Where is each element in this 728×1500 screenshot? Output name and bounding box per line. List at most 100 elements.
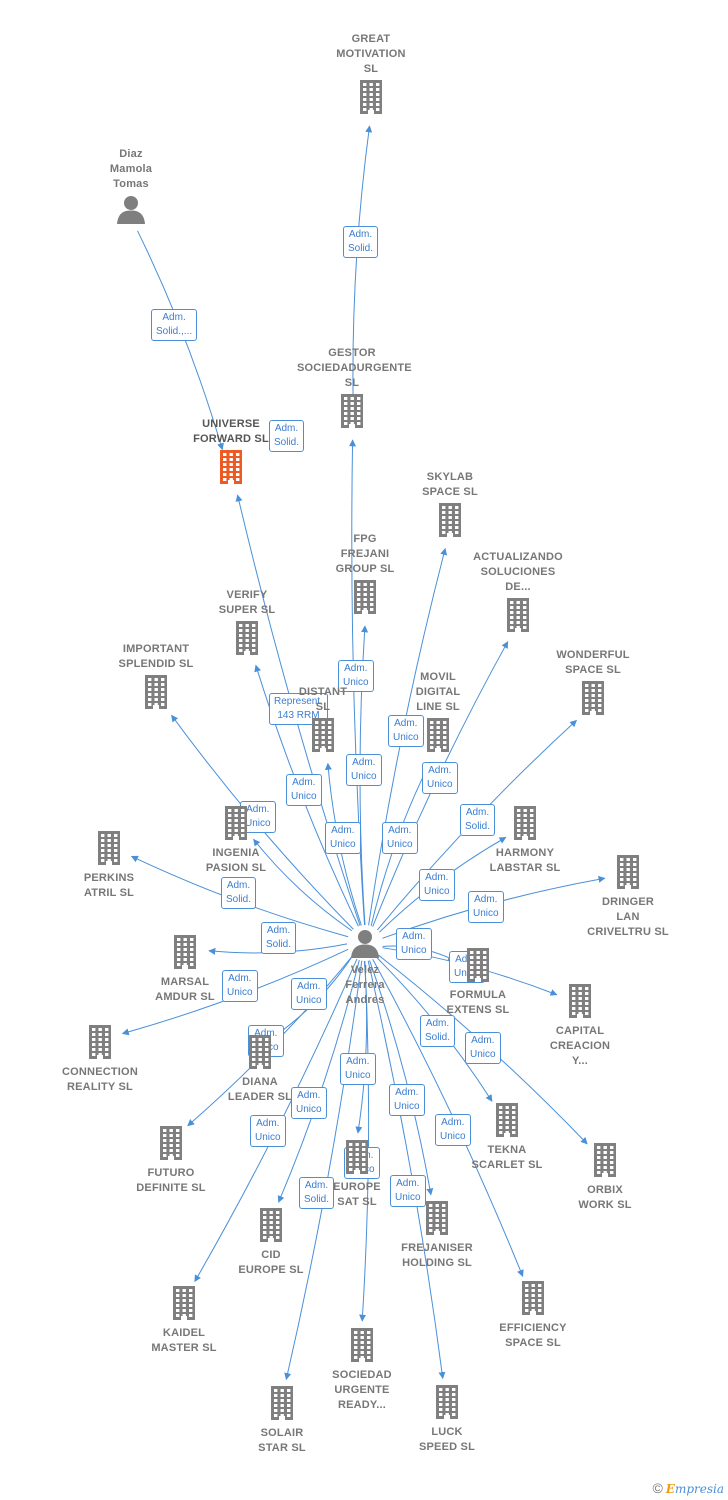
building-icon [176,449,286,490]
edge-label-velez-ferrera-to-efficiency-space[interactable]: Adm. Unico [435,1114,471,1146]
node-fpg-frejani[interactable]: FPG FREJANI GROUP SL [310,532,420,620]
node-formula-extens[interactable]: FORMULA EXTENS SL [423,945,533,1018]
building-icon [470,805,580,846]
edge-label-gestor-to-great-motivation[interactable]: Adm. Solid. [343,226,379,258]
node-label: DIANA LEADER SL [227,1076,293,1103]
node-distant[interactable]: DISTANT SL [268,685,378,758]
node-label: VERIFY SUPER SL [218,589,276,616]
node-label: DISTANT SL [298,686,348,713]
node-label: HARMONY LABSTAR SL [489,847,561,874]
node-important-splendid[interactable]: IMPORTANT SPLENDID SL [101,642,211,715]
node-label: SOCIEDAD URGENTE READY... [332,1369,392,1411]
node-futuro-definite[interactable]: FUTURO DEFINITE SL [116,1123,226,1196]
node-label: FPG FREJANI GROUP SL [335,533,395,575]
node-label: Velez Ferrera Andres [345,964,385,1006]
edge-label-velez-ferrera-to-actualizando[interactable]: Adm. Unico [422,762,458,794]
node-wonderful-space[interactable]: WONDERFUL SPACE SL [538,648,648,721]
node-solair-star[interactable]: SOLAIR STAR SL [227,1383,337,1456]
node-diaz-mamola[interactable]: Diaz Mamola Tomas [76,147,186,229]
edge-label-velez-ferrera-to-tekna-scarlet[interactable]: Adm. Solid. [420,1015,456,1047]
edge-label-velez-ferrera-to-cid-europe[interactable]: Adm. Unico [291,1087,327,1119]
node-label: MARSAL AMDUR SL [155,976,215,1003]
node-label: FORMULA EXTENS SL [446,989,510,1016]
edge-label-velez-ferrera-to-movil-digital[interactable]: Adm. Unico [382,822,418,854]
node-movil-digital[interactable]: MOVIL DIGITAL LINE SL [383,670,493,758]
node-tekna-scarlet[interactable]: TEKNA SCARLET SL [452,1100,562,1173]
edge-label-velez-ferrera-to-distant[interactable]: Adm. Unico [346,754,382,786]
edge-label-velez-ferrera-to-perkins-atril[interactable]: Adm. Solid. [221,877,257,909]
node-europe-sat[interactable]: EUROPE SAT SL [302,1137,412,1210]
person-icon [76,194,186,229]
edge-label-velez-ferrera-to-orbix-work[interactable]: Adm. Unico [465,1032,501,1064]
node-label: SOLAIR STAR SL [258,1427,306,1454]
building-icon [550,1142,660,1183]
node-sociedad-urgente[interactable]: SOCIEDAD URGENTE READY... [307,1325,417,1413]
node-verify-super[interactable]: VERIFY SUPER SL [192,588,302,661]
node-actualizando[interactable]: ACTUALIZANDO SOLUCIONES DE... [463,550,573,638]
node-label: GESTOR SOCIEDADURGENTE SL [297,347,412,389]
edge-label-velez-ferrera-to-luck-speed[interactable]: Adm. Unico [390,1175,426,1207]
footer-brand: ©Empresia [652,1480,724,1496]
edge-velez-ferrera-to-sociedad-urgente [359,960,370,1322]
edge-label-velez-ferrera-to-marsal-amdur[interactable]: Adm. Solid. [261,922,297,954]
edge-label-velez-ferrera-to-kaidel-master[interactable]: Adm. Unico [250,1115,286,1147]
node-label: GREAT MOTIVATION SL [336,33,406,75]
edge-velez-ferrera-to-luck-speed [367,960,446,1380]
edge-velez-ferrera-to-ingenia-pasion [253,838,353,932]
building-icon [525,983,635,1024]
edge-gestor-to-great-motivation [352,125,373,399]
node-cid-europe[interactable]: CID EUROPE SL [216,1205,326,1278]
node-label: CID EUROPE SL [238,1249,304,1276]
node-ingenia-pasion[interactable]: INGENIA PASION SL [181,803,291,876]
node-label: TEKNA SCARLET SL [471,1144,543,1171]
node-label: CONNECTION REALITY SL [62,1066,138,1093]
node-luck-speed[interactable]: LUCK SPEED SL [392,1382,502,1455]
node-great-motivation[interactable]: GREAT MOTIVATION SL [316,32,426,120]
building-icon [463,597,573,638]
node-dringer-lan[interactable]: DRINGER LAN CRIVELTRU SL [573,852,683,940]
node-label: ORBIX WORK SL [578,1184,632,1211]
edge-label-velez-ferrera-to-formula-extens[interactable]: Adm. Unico [396,928,432,960]
node-efficiency-space[interactable]: EFFICIENCY SPACE SL [478,1278,588,1351]
node-label: CAPITAL CREACION Y... [549,1025,611,1067]
building-icon [116,1125,226,1166]
edge-label-velez-ferrera-to-connection-reality[interactable]: Adm. Unico [222,970,258,1002]
edge-label-velez-ferrera-to-wonderful-space[interactable]: Adm. Solid. [460,804,496,836]
node-diana-leader[interactable]: DIANA LEADER SL [205,1032,315,1105]
edge-label-velez-ferrera-to-europe-sat[interactable]: Adm. Unico [340,1053,376,1085]
edge-label-velez-ferrera-to-verify-super[interactable]: Adm. Unico [286,774,322,806]
edge-label-velez-ferrera-to-skylab[interactable]: Adm. Unico [388,715,424,747]
person-icon [310,928,420,963]
edge-label-diaz-mamola-to-universe-forward[interactable]: Adm. Solid.,... [151,309,198,341]
node-marsal-amdur[interactable]: MARSAL AMDUR SL [130,932,240,1005]
edge-label-velez-ferrera-to-fpg-frejani[interactable]: Adm. Unico [338,660,374,692]
edge-label-velez-ferrera-to-dringer-lan[interactable]: Adm. Unico [468,891,504,923]
building-icon [316,79,426,120]
edge-label-velez-ferrera-to-ingenia-pasion[interactable]: Adm. Unico [325,822,361,854]
node-velez-ferrera[interactable]: Velez Ferrera Andres [310,926,420,1008]
node-frejaniser[interactable]: FREJANISER HOLDING SL [382,1198,492,1271]
edge-label-velez-ferrera-to-solair-star[interactable]: Adm. Solid. [299,1177,335,1209]
node-gestor[interactable]: GESTOR SOCIEDADURGENTE SL [297,346,412,434]
node-label: PERKINS ATRIL SL [83,872,135,899]
node-perkins-atril[interactable]: PERKINS ATRIL SL [54,828,164,901]
building-icon [307,1327,417,1368]
node-label: MOVIL DIGITAL LINE SL [415,671,461,713]
edge-label-velez-ferrera-to-frejaniser[interactable]: Adm. Unico [389,1084,425,1116]
building-icon [101,674,211,715]
node-label: INGENIA PASION SL [205,847,267,874]
building-icon [130,934,240,975]
edge-label-velez-ferrera-to-diana-leader[interactable]: Adm. Unico [291,978,327,1010]
node-orbix-work[interactable]: ORBIX WORK SL [550,1140,660,1213]
node-capital-creacion[interactable]: CAPITAL CREACION Y... [525,981,635,1069]
node-skylab[interactable]: SKYLAB SPACE SL [395,470,505,543]
edge-label-velez-ferrera-to-gestor[interactable]: Adm. Solid. [269,420,305,452]
node-kaidel-master[interactable]: KAIDEL MASTER SL [129,1283,239,1356]
node-label: UNIVERSE FORWARD SL [193,418,269,445]
node-universe-forward[interactable]: UNIVERSE FORWARD SL [176,417,286,490]
building-icon [383,717,493,758]
building-icon [423,947,533,988]
node-harmony-labstar[interactable]: HARMONY LABSTAR SL [470,803,580,876]
node-connection-reality[interactable]: CONNECTION REALITY SL [45,1022,155,1095]
edge-label-velez-ferrera-to-harmony-labstar[interactable]: Adm. Unico [419,869,455,901]
